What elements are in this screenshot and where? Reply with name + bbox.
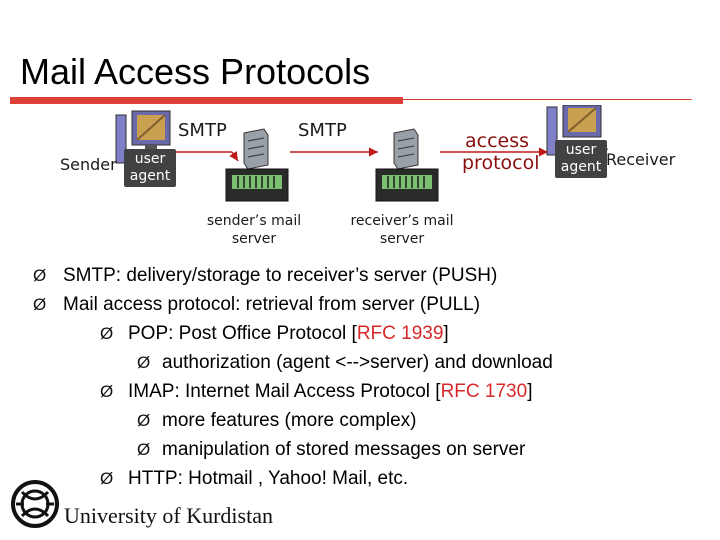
bullet-text: SMTP: delivery/storage to receiver’s ser… [63,265,498,286]
bullet-imap-sub-1: Ø more features (more complex) [0,406,720,435]
bullet-smtp: Ø SMTP: delivery/storage to receiver’s s… [0,261,720,290]
title-underline-thin [403,99,692,100]
slide-title: Mail Access Protocols [20,51,371,92]
bullet-imap-sub-2: Ø manipulation of stored messages on ser… [0,435,720,464]
bullet-arrow-icon: Ø [100,469,114,488]
bullet-text: ] [443,323,449,344]
access-protocol-line1: access [464,130,530,152]
mail-flow-diagram: user agent user agent Sender Receiver SM… [0,105,720,260]
sender-server-line2: server [231,231,277,247]
sender-label: Sender [60,155,117,174]
bullet-text: Mail access protocol: retrieval from ser… [63,294,481,315]
bullet-pop-sub: Ø authorization (agent <-->server) and d… [0,348,720,377]
smtp-label-1: SMTP [178,120,227,141]
title-underline-thick [10,97,403,104]
desktop-computer-icon [546,105,609,156]
bullet-text: POP: Post Office Protocol [ [128,323,357,344]
rfc-citation: RFC 1939 [356,323,444,344]
user-agent-sender: user agent [124,149,176,187]
bullet-arrow-icon: Ø [137,440,151,459]
smtp-label-2: SMTP [298,120,347,141]
user-agent-receiver: user agent [555,140,607,178]
bullet-arrow-icon: Ø [137,411,151,430]
bullet-text: more features (more complex) [162,410,417,431]
user-agent-line2: agent [129,168,171,184]
rfc-citation: RFC 1730 [440,381,528,402]
bullet-arrow-icon: Ø [33,266,47,285]
receiver-label: Receiver [606,150,676,169]
receiver-server-line1: receiver’s mail [350,213,454,229]
sender-server-line1: sender’s mail [206,213,302,229]
bullet-text: HTTP: Hotmail , Yahoo! Mail, etc. [128,468,409,489]
bullet-http: Ø HTTP: Hotmail , Yahoo! Mail, etc. [0,464,720,493]
access-protocol-line2: protocol [462,152,540,174]
university-name: University of Kurdistan [64,503,273,528]
receiver-server-line2: server [379,231,425,247]
desktop-computer-icon [115,110,171,164]
bullet-mail-access: Ø Mail access protocol: retrieval from s… [0,290,720,319]
bullet-imap: Ø IMAP: Internet Mail Access Protocol [R… [0,377,720,406]
mail-server-icon [225,128,289,202]
user-agent-line1: user [134,151,166,167]
bullet-text: IMAP: Internet Mail Access Protocol [ [128,381,441,402]
access-protocol-label: access protocol [462,130,540,174]
bullet-text: manipulation of stored messages on serve… [162,439,526,460]
receiver-mail-server-label: receiver’s mail server [344,212,460,248]
bullet-arrow-icon: Ø [100,382,114,401]
bullet-arrow-icon: Ø [33,295,47,314]
sender-mail-server-label: sender’s mail server [202,212,306,248]
user-agent-line2: agent [560,159,602,175]
bullet-text: ] [527,381,533,402]
bullet-list: Ø SMTP: delivery/storage to receiver’s s… [0,261,720,493]
user-agent-line1: user [565,142,597,158]
mail-server-icon [375,128,439,202]
diagram-graphics [115,105,609,202]
bullet-arrow-icon: Ø [137,353,151,372]
university-crest-logo [11,480,59,528]
bullet-text: authorization (agent <-->server) and dow… [162,352,553,373]
bullet-arrow-icon: Ø [100,324,114,343]
bullet-pop: Ø POP: Post Office Protocol [RFC 1939] [0,319,720,348]
